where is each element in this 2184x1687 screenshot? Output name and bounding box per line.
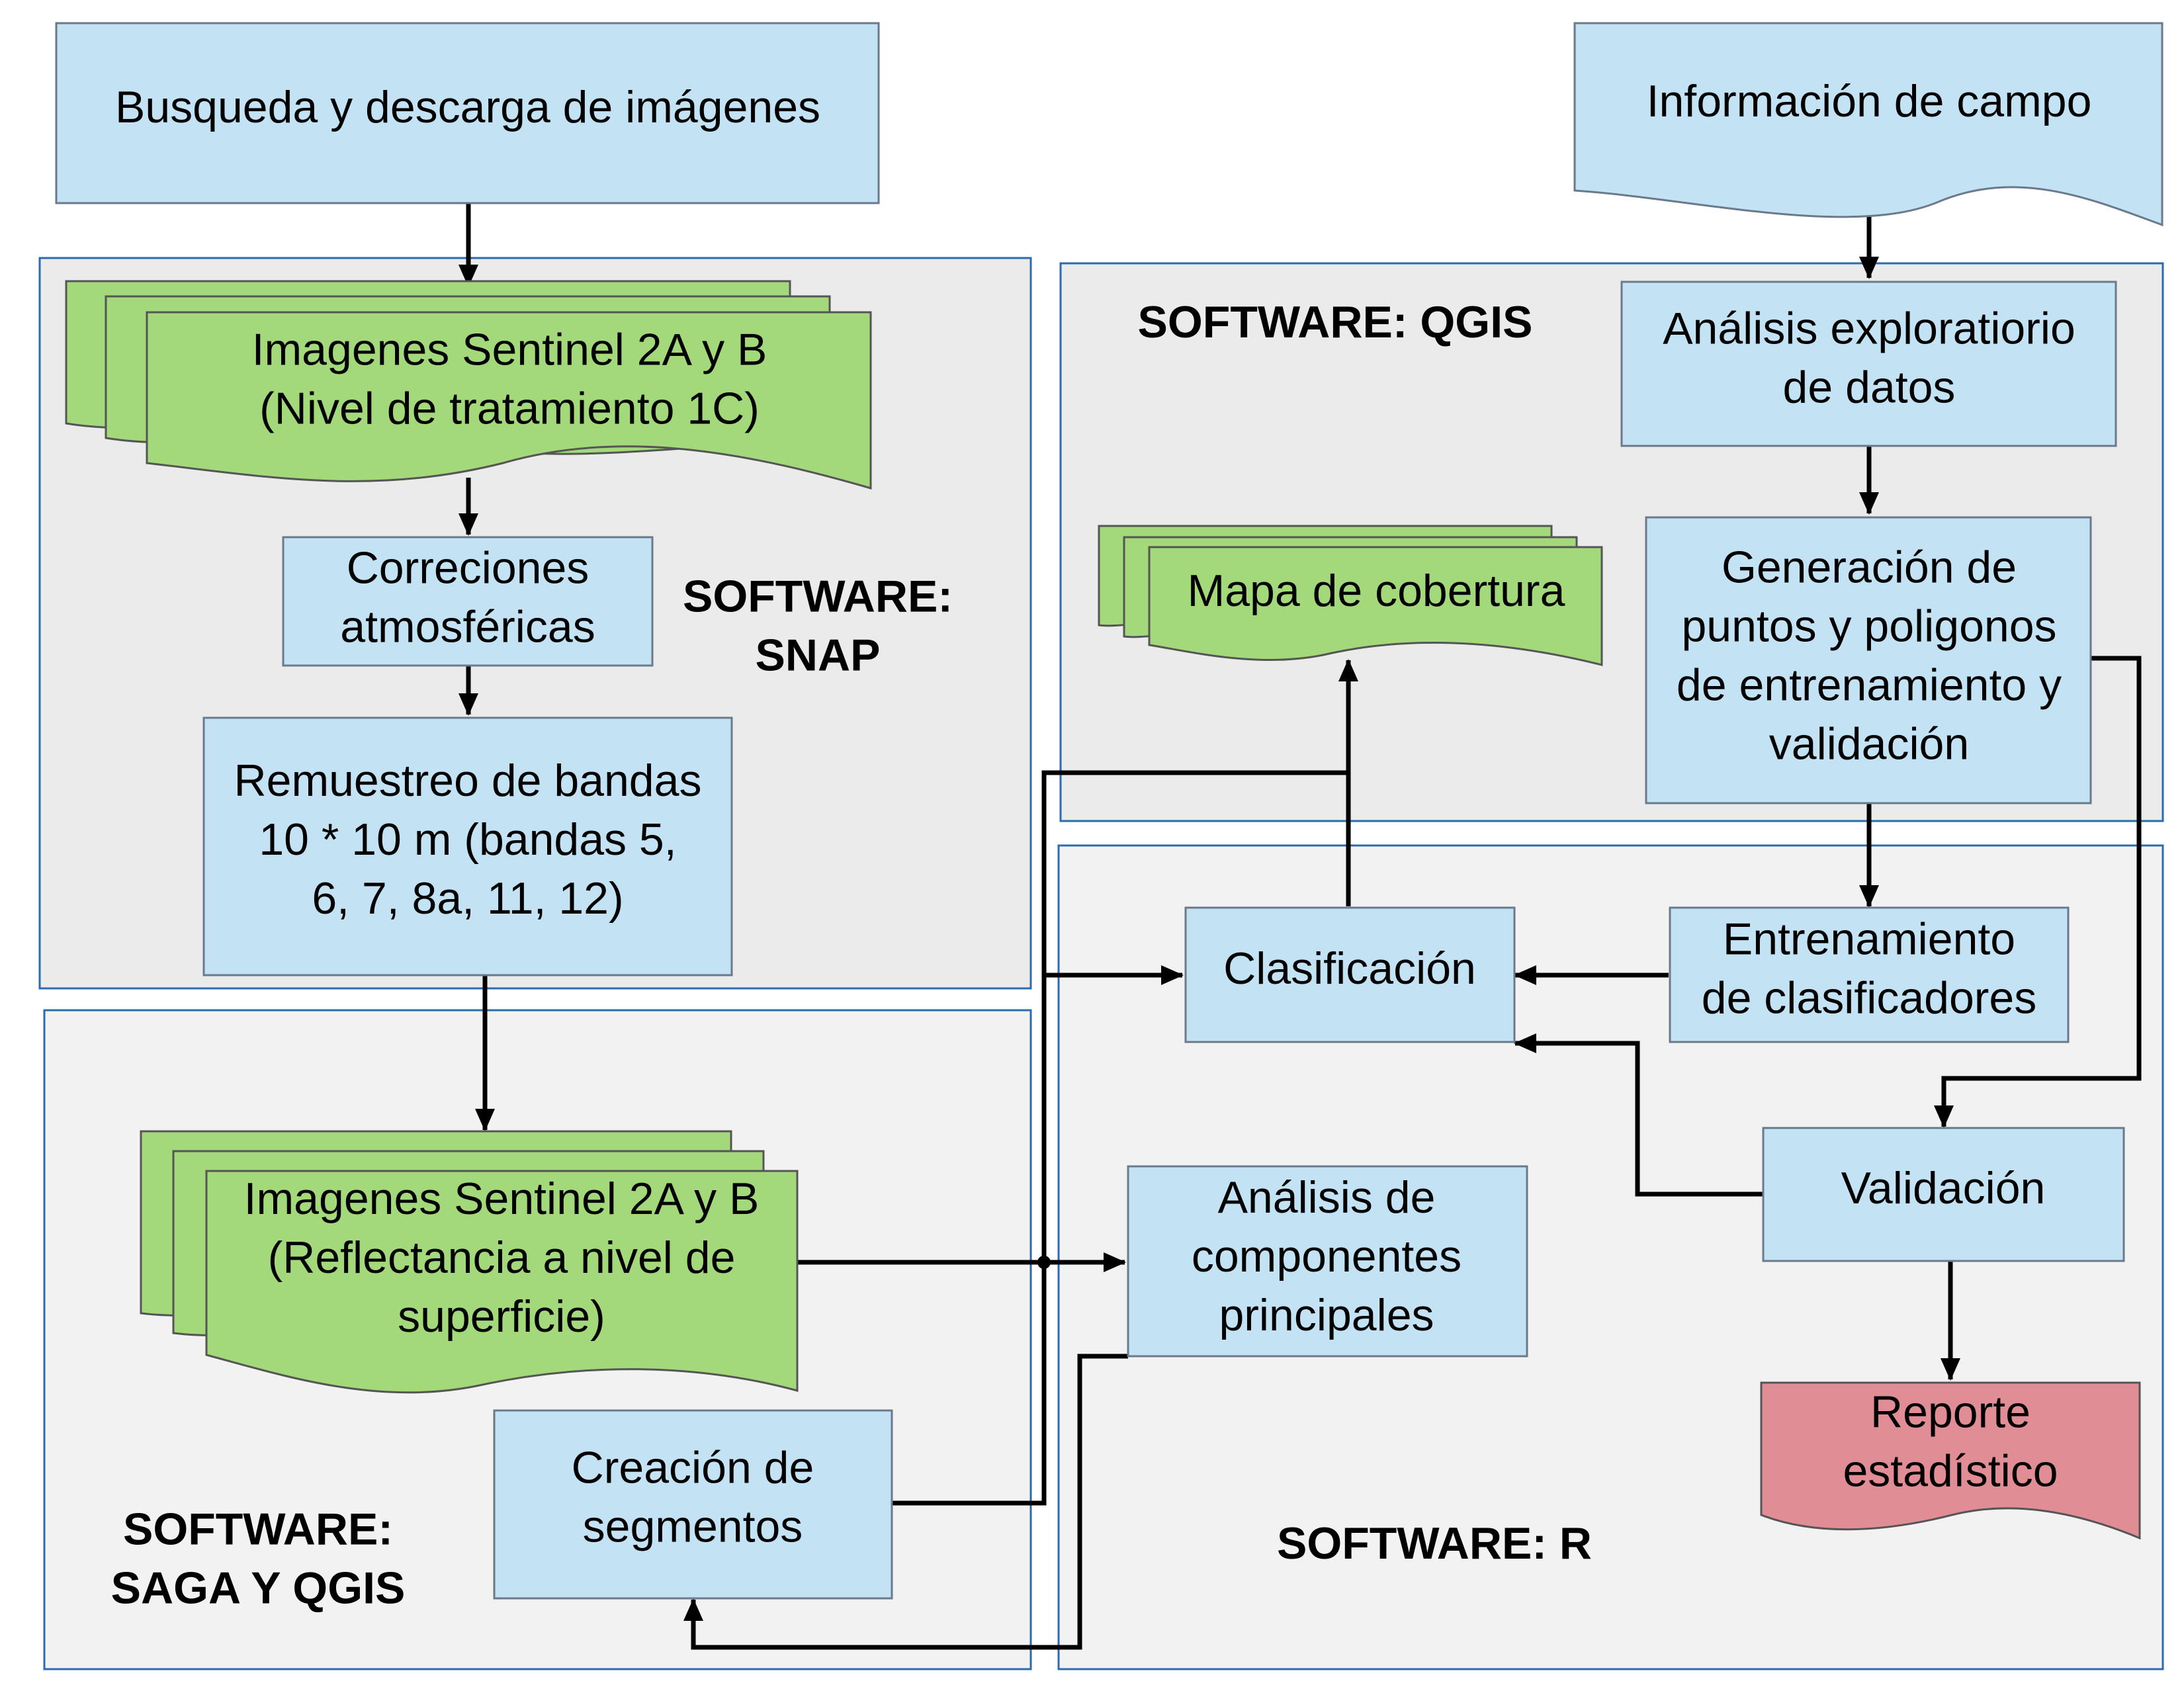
connectors — [459, 204, 2142, 1650]
node-busqueda-label: Busqueda y descarga de imágenes — [115, 82, 820, 132]
node-busqueda: Busqueda y descarga de imágenes — [55, 22, 880, 204]
edge-validacion-to-clasificacion — [1514, 1033, 1763, 1197]
edge-acp-to-segmentos — [683, 1354, 1128, 1650]
node-validacion: Validación — [1762, 1127, 2125, 1262]
node-sentinel-reflectancia-label: Imagenes Sentinel 2A y B(Reflectancia a … — [244, 1174, 760, 1342]
panel-snap-label: SOFTWARE:SNAP — [683, 572, 953, 681]
panel-qgis-label: SOFTWARE: QGIS — [1138, 297, 1533, 347]
edge-segmentos-to-clasificacion — [892, 770, 1348, 1506]
node-clasificacion-label: Clasificación — [1223, 943, 1476, 994]
node-mapa-cobertura-stack: Mapa de cobertura — [1098, 525, 1603, 666]
node-informacion-campo: Información de campo — [1573, 22, 2163, 227]
node-sentinel-1c-stack: Imagenes Sentinel 2A y B(Nivel de tratam… — [65, 280, 872, 490]
node-mapa-label: Mapa de cobertura — [1188, 566, 1565, 616]
node-clasificacion: Clasificación — [1184, 906, 1516, 1043]
junction-dot — [1037, 1256, 1051, 1269]
node-sentinel-reflectancia-stack: Imagenes Sentinel 2A y B(Reflectancia a … — [140, 1130, 799, 1394]
node-validacion-label: Validación — [1841, 1163, 2046, 1213]
node-informacion-label: Información de campo — [1647, 76, 2092, 126]
panel-r-label: SOFTWARE: R — [1277, 1518, 1592, 1569]
edge-generacion-to-validacion — [1934, 656, 2142, 1128]
node-sentinel-1c-label: Imagenes Sentinel 2A y B(Nivel de tratam… — [252, 325, 767, 434]
panel-saga-label: SOFTWARE:SAGA Y QGIS — [111, 1504, 406, 1614]
